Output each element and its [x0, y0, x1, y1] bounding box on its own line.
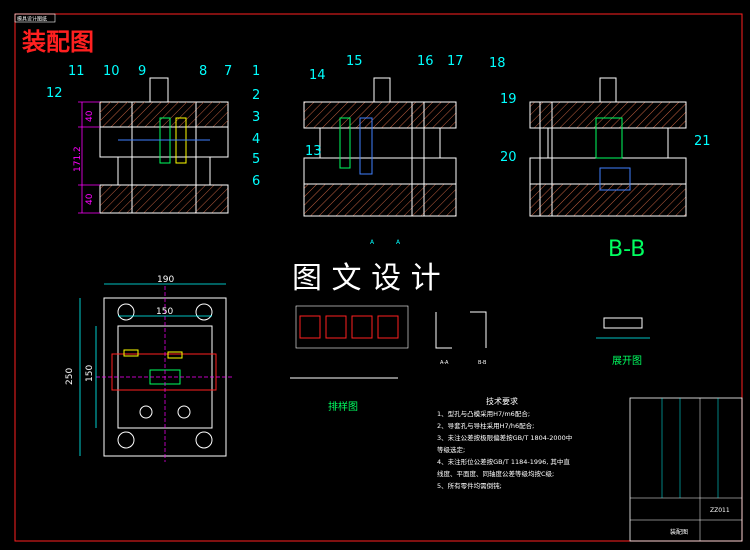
callout-21: 21: [694, 134, 711, 149]
tech-item-2: 2、导套孔与导柱采用H7/h6配合;: [437, 421, 534, 430]
tech-item-1: 1、型孔与凸模采用H7/m6配合;: [437, 409, 530, 418]
section-title: B-B: [608, 237, 645, 262]
callout-13: 13: [305, 144, 322, 159]
strip-layout: [290, 305, 409, 379]
tech-item-6: 线度、平面度、同轴度公差等级均按C级;: [437, 469, 554, 478]
callout-17: 17: [447, 54, 464, 69]
tech-item-5: 4、未注形位公差按GB/T 1184-1996, 其中直: [437, 457, 570, 466]
callout-2: 2: [252, 88, 261, 103]
callout-3: 3: [252, 110, 261, 125]
tech-requirements: 技术要求 1、型孔与凸模采用H7/m6配合; 2、导套孔与导柱采用H7/h6配合…: [437, 396, 572, 490]
title-block-name: 装配图: [670, 528, 688, 536]
tech-item-3: 3、未注公差按极限偏差按GB/T 1804-2000中: [437, 433, 572, 442]
callout-18: 18: [489, 56, 506, 71]
section-mark-b: A: [396, 239, 401, 246]
plan-view: [96, 286, 234, 462]
title-block: [629, 397, 743, 542]
callout-12: 12: [46, 86, 63, 101]
dim-total: 171.2: [73, 146, 83, 172]
dim-top: 40: [85, 110, 95, 122]
part-label-right: B-B: [478, 360, 487, 366]
tech-heading: 技术要求: [486, 396, 518, 406]
callout-1: 1: [252, 64, 261, 79]
callout-15: 15: [346, 54, 363, 69]
part-detail: [435, 311, 487, 349]
title-block-code: ZZ011: [710, 507, 730, 514]
callout-14: 14: [309, 68, 326, 83]
dim-overall-h: 250: [65, 368, 75, 385]
callout-16: 16: [417, 54, 434, 69]
callout-19: 19: [500, 92, 517, 107]
callout-11: 11: [68, 64, 85, 79]
callout-5: 5: [252, 152, 261, 167]
unfold-label: 展开图: [612, 355, 642, 367]
front-view-middle: [303, 77, 457, 217]
dim-bottom: 40: [85, 193, 95, 205]
tab-label: 模具设计图纸: [17, 16, 47, 23]
callout-8: 8: [199, 64, 208, 79]
section-view-bb: [529, 77, 687, 217]
left-dimensions: 40 171.2 40: [73, 101, 100, 214]
callout-10: 10: [103, 64, 120, 79]
callout-9: 9: [138, 64, 147, 79]
dim-inner-w: 150: [156, 307, 173, 317]
tech-item-7: 5、所有零件均需倒钝;: [437, 481, 502, 490]
dim-inner-h: 150: [85, 365, 95, 382]
layout-label: 排样图: [328, 400, 358, 413]
front-view-left: [99, 77, 229, 214]
watermark-text: 图 文 设 计: [292, 261, 441, 296]
tech-item-4: 等级选定;: [437, 445, 465, 454]
section-mark-a: A: [370, 239, 375, 246]
drawing-title: 装配图: [22, 28, 94, 56]
part-label-left: A-A: [440, 360, 449, 366]
plan-dimensions: 190 150 250 150: [65, 275, 226, 456]
unfold-detail: [596, 317, 650, 339]
tab-box: [14, 13, 56, 23]
callout-7: 7: [224, 64, 233, 79]
callout-20: 20: [500, 150, 517, 165]
callout-4: 4: [252, 132, 261, 147]
callout-6: 6: [252, 174, 261, 189]
dim-overall-w: 190: [157, 275, 174, 285]
drawing-border: [14, 13, 743, 542]
